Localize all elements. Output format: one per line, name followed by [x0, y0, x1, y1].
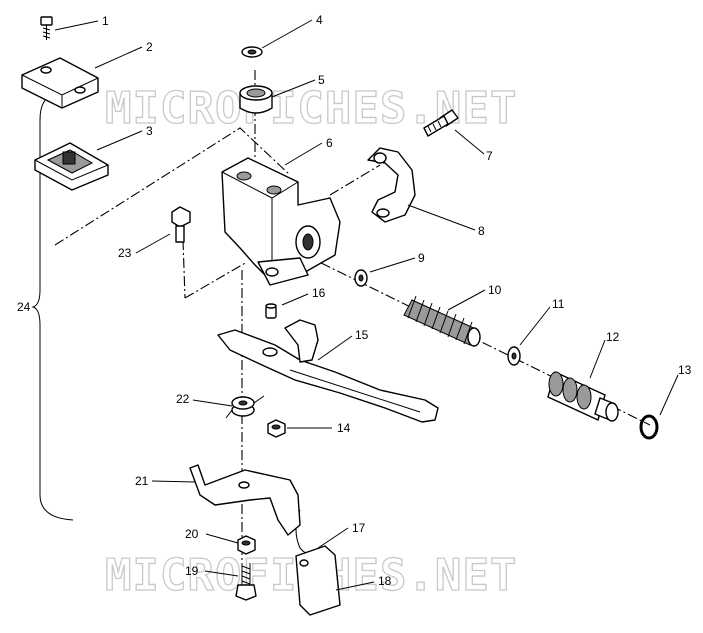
watermark-top: MICROFICHES.NET — [105, 83, 517, 134]
part-spring-10 — [403, 295, 481, 347]
callout-7: 7 — [486, 149, 493, 163]
callout-23: 23 — [118, 246, 132, 260]
part-spring-22 — [225, 395, 265, 419]
part-reservoir-cap-2 — [21, 57, 99, 109]
leader-lines — [54, 19, 679, 591]
part-setscrew-16 — [265, 303, 277, 319]
callout-9: 9 — [418, 251, 425, 265]
callout-24-bracket — [31, 94, 74, 521]
callout-20: 20 — [185, 527, 199, 541]
assembly-line-bolt — [184, 261, 248, 299]
callout-1: 1 — [102, 14, 109, 28]
part-bracket-21 — [189, 464, 301, 536]
callout-18: 18 — [378, 574, 392, 588]
part-nut-14 — [267, 419, 286, 438]
callout-11: 11 — [552, 297, 565, 311]
part-clamp-bolt-7 — [423, 109, 459, 137]
part-washer-9 — [354, 269, 368, 287]
part-washer-11 — [507, 346, 521, 366]
assembly-line-cap — [54, 127, 291, 246]
assembly-line-bolt23 — [182, 239, 186, 299]
callout-15: 15 — [355, 328, 369, 342]
part-pivot-bolt-23 — [171, 206, 191, 243]
assembly-line-clamp — [329, 164, 381, 196]
callout-3: 3 — [146, 124, 153, 138]
callout-24: 24 — [17, 300, 31, 314]
callout-19: 19 — [185, 564, 199, 578]
callout-22: 22 — [176, 392, 190, 406]
callout-8: 8 — [478, 224, 485, 238]
part-diaphragm-3 — [34, 142, 109, 191]
callout-16: 16 — [312, 286, 326, 300]
callout-4: 4 — [316, 13, 323, 27]
callout-5: 5 — [318, 73, 325, 87]
callout-21: 21 — [135, 474, 149, 488]
part-master-cylinder-6 — [221, 157, 341, 286]
part-bushing-5 — [239, 85, 273, 114]
callout-6: 6 — [326, 136, 333, 150]
part-screw-1 — [40, 16, 53, 40]
callout-14: 14 — [337, 421, 351, 435]
callout-13: 13 — [678, 363, 692, 377]
part-nut-20 — [237, 535, 256, 555]
part-handlebar-clamp-8 — [367, 147, 416, 223]
part-oring-13 — [639, 414, 659, 440]
callout-2: 2 — [146, 40, 153, 54]
part-tag-18 — [295, 545, 341, 616]
callout-17: 17 — [352, 521, 366, 535]
part-washer-4 — [241, 46, 263, 58]
part-piston-12 — [547, 371, 619, 422]
callout-10: 10 — [488, 283, 502, 297]
part-brake-lever-15 — [217, 319, 439, 423]
callout-12: 12 — [606, 330, 620, 344]
part-bolt-19 — [235, 563, 257, 601]
